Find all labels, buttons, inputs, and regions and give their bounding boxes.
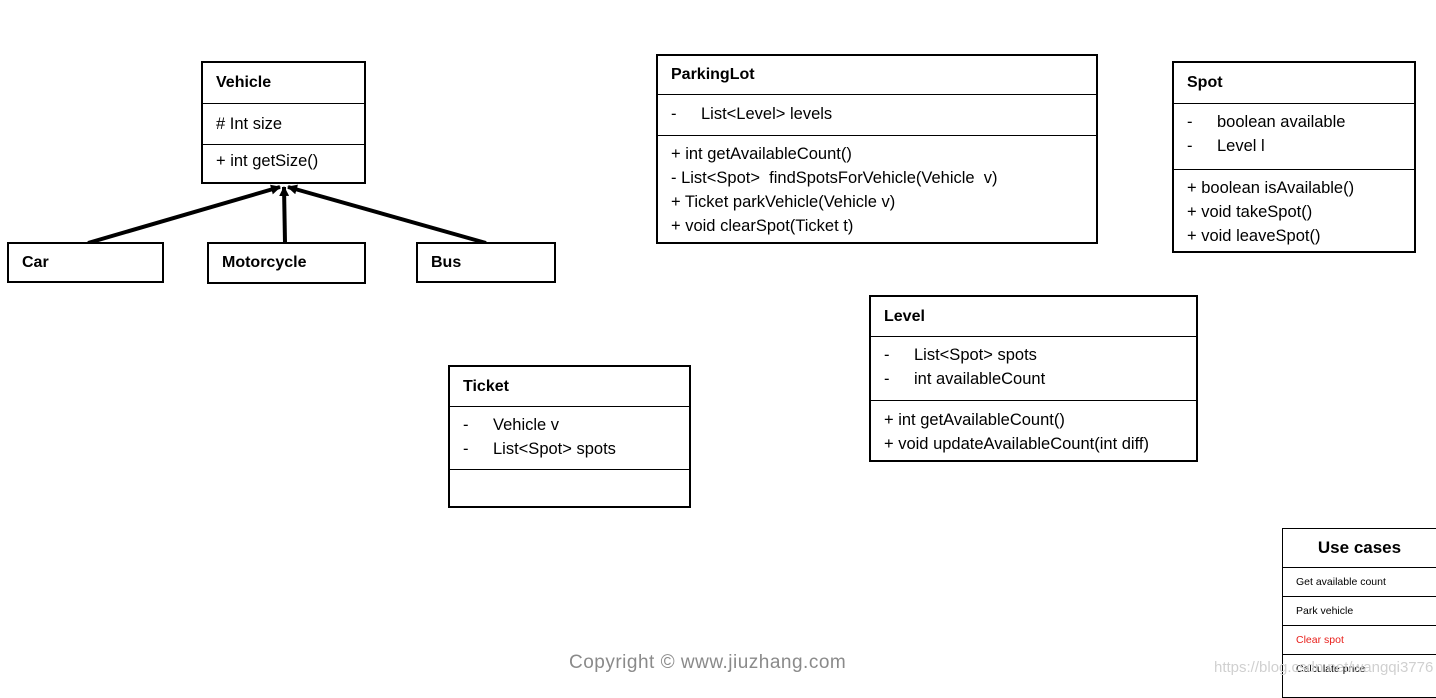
use-cases-box: Use cases Get available count Park vehic… [1282, 528, 1436, 698]
ticket-attributes: -Vehicle v -List<Spot> spots [450, 406, 689, 469]
spot-method: + boolean isAvailable() [1187, 179, 1355, 197]
vehicle-method: + int getSize() [216, 152, 319, 170]
ticket-attribute: -Vehicle v [463, 416, 560, 434]
vehicle-class[interactable]: Vehicle # Int size + int getSize() [201, 61, 366, 184]
parking-lot-class[interactable]: ParkingLot -List<Level> levels + int get… [656, 54, 1098, 244]
ticket-class-name: Ticket [463, 377, 509, 395]
vehicle-methods: + int getSize() [203, 144, 364, 182]
spot-attribute: -boolean available [1187, 113, 1346, 131]
car-class[interactable]: Car [7, 242, 164, 283]
use-case-item[interactable]: Calculate price [1283, 654, 1436, 683]
level-method: + int getAvailableCount() [884, 411, 1065, 429]
spot-class[interactable]: Spot -boolean available -Level l + boole… [1172, 61, 1416, 253]
spot-attributes: -boolean available -Level l [1174, 103, 1414, 169]
use-case-item[interactable]: Get available count [1283, 567, 1436, 596]
spot-attribute: -Level l [1187, 137, 1265, 155]
vehicle-attributes: # Int size [203, 103, 364, 144]
parking-lot-class-name: ParkingLot [671, 66, 755, 83]
car-inherits-vehicle-arrow [87, 184, 281, 245]
level-attribute: -List<Spot> spots [884, 346, 1037, 364]
use-cases-title: Use cases [1317, 538, 1402, 557]
ticket-class[interactable]: Ticket -Vehicle v -List<Spot> spots [448, 365, 691, 508]
ticket-attribute: -List<Spot> spots [463, 440, 616, 458]
spot-method: + void leaveSpot() [1187, 227, 1321, 245]
parking-lot-method: - List<Spot> findSpotsForVehicle(Vehicle… [671, 169, 998, 187]
bus-inherits-vehicle-arrow [287, 184, 487, 245]
bus-class[interactable]: Bus [416, 242, 556, 283]
parking-lot-method: + Ticket parkVehicle(Vehicle v) [671, 193, 896, 211]
level-class-name: Level [884, 307, 925, 325]
parking-lot-methods: + int getAvailableCount() - List<Spot> f… [658, 135, 1096, 242]
copyright-text: Copyright © www.jiuzhang.com [569, 652, 847, 673]
level-methods: + int getAvailableCount() + void updateA… [871, 400, 1196, 460]
spot-method: + void takeSpot() [1187, 203, 1313, 221]
level-class[interactable]: Level -List<Spot> spots -int availableCo… [869, 295, 1198, 462]
level-attributes: -List<Spot> spots -int availableCount [871, 336, 1196, 400]
watermark-text: https://blog.csdn.net/wangqi3776 [1214, 659, 1434, 676]
vehicle-class-name: Vehicle [216, 74, 272, 91]
spot-class-name: Spot [1187, 74, 1223, 91]
use-case-item[interactable]: Park vehicle [1283, 596, 1436, 625]
parking-lot-attributes: -List<Level> levels [658, 94, 1096, 135]
vehicle-attribute: # Int size [216, 115, 283, 133]
motorcycle-inherits-vehicle-arrow [279, 186, 290, 244]
ticket-methods [450, 469, 689, 506]
level-method: + void updateAvailableCount(int diff) [884, 435, 1149, 453]
level-attribute: -int availableCount [884, 370, 1046, 388]
use-case-item-highlighted[interactable]: Clear spot [1283, 625, 1436, 654]
parking-lot-attribute: -List<Level> levels [671, 105, 833, 123]
parking-lot-method: + int getAvailableCount() [671, 145, 852, 163]
spot-methods: + boolean isAvailable() + void takeSpot(… [1174, 169, 1414, 251]
motorcycle-class[interactable]: Motorcycle [207, 242, 366, 284]
parking-lot-method: + void clearSpot(Ticket t) [671, 217, 854, 235]
